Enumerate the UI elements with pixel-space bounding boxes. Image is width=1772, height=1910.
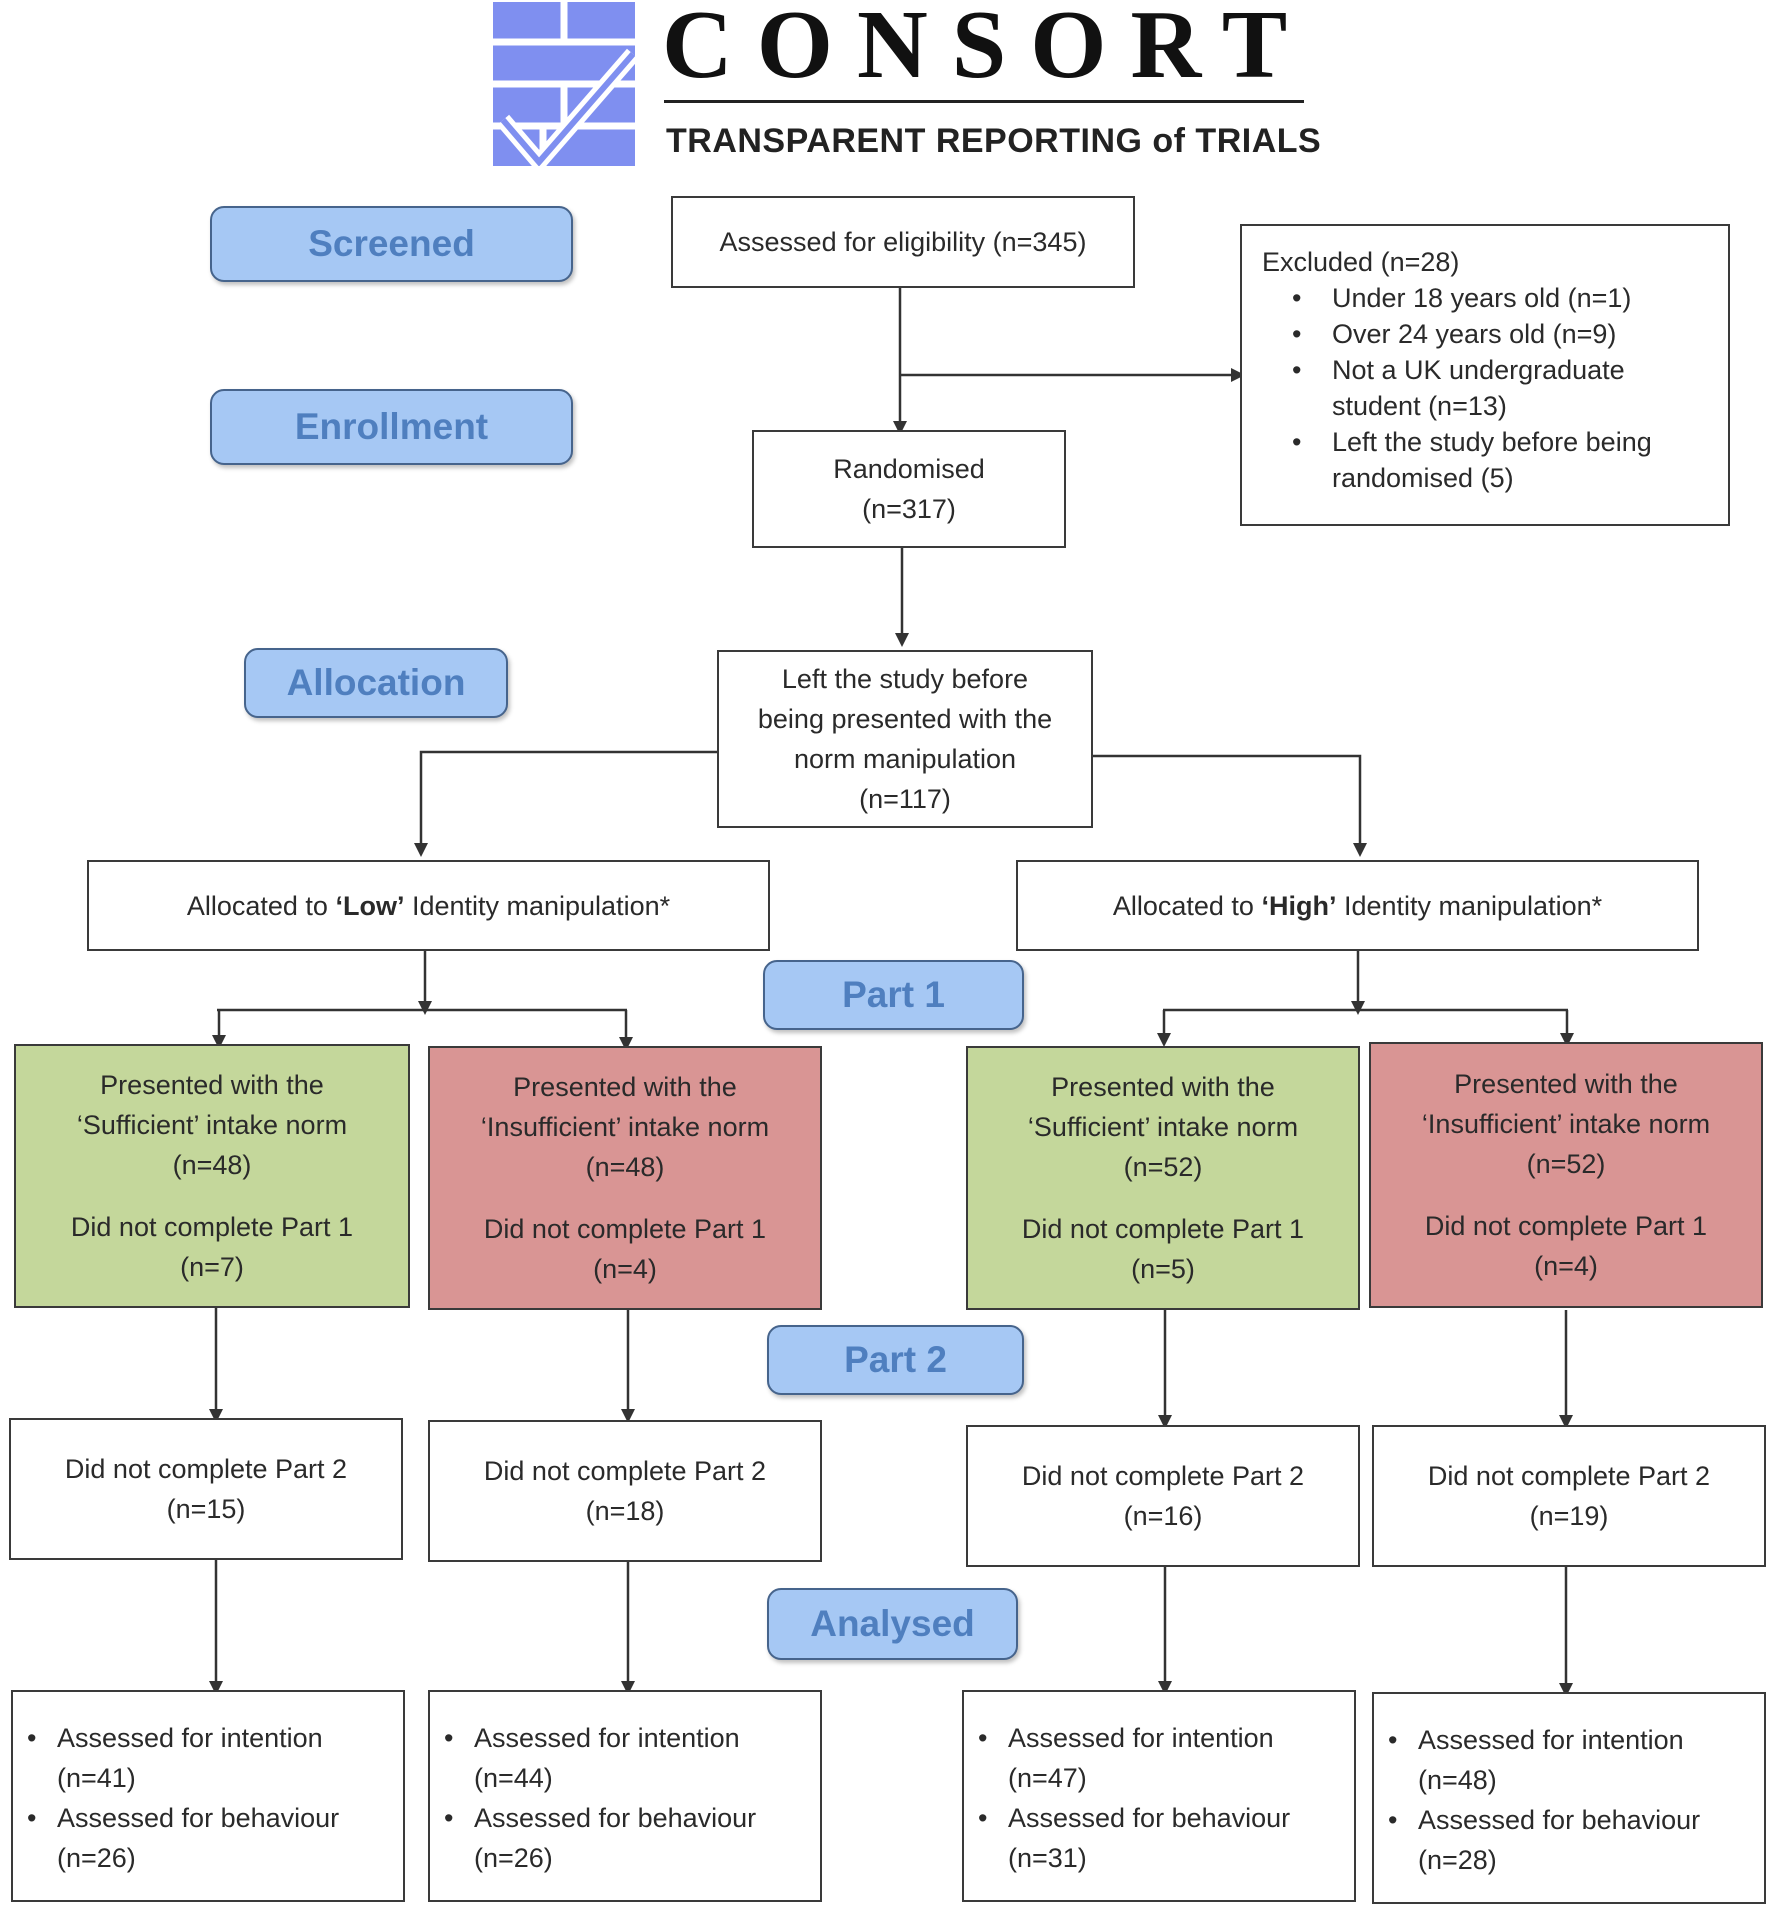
stage-screened: Screened: [210, 206, 573, 282]
consort-logo-mark: [493, 2, 635, 166]
group-dnc-label: Did not complete Part 1: [70, 1212, 354, 1242]
group-norm: ‘Sufficient’ intake norm: [1027, 1112, 1299, 1142]
part2-high-insufficient: Did not complete Part 2 (n=19): [1372, 1425, 1766, 1567]
stage-allocation: Allocation: [244, 648, 508, 718]
group-line: Presented with the: [1454, 1069, 1678, 1099]
analysed-high-insufficient: Assessed for intention(n=48) Assessed fo…: [1372, 1692, 1766, 1904]
part2-count: (n=16): [1123, 1501, 1203, 1531]
group-high-insufficient: Presented with the ‘Insufficient’ intake…: [1369, 1042, 1763, 1308]
left-study-line: norm manipulation: [793, 744, 1017, 774]
stage-enrollment: Enrollment: [210, 389, 573, 465]
analysed-low-insufficient: Assessed for intention(n=44) Assessed fo…: [428, 1690, 822, 1902]
arrow-left-high: [1093, 754, 1367, 857]
analysed-item: Assessed for behaviour(n=26): [27, 1798, 393, 1878]
group-norm: ‘Sufficient’ intake norm: [76, 1110, 348, 1140]
group-dnc-count: (n=5): [1131, 1254, 1195, 1284]
excluded-item: Under 18 years old (n=1): [1262, 280, 1710, 316]
analysed-item: Assessed for behaviour(n=26): [444, 1798, 810, 1878]
analysed-item: Assessed for intention(n=48): [1388, 1720, 1754, 1800]
allocated-high-text: Allocated to ‘High’ Identity manipulatio…: [1112, 890, 1603, 921]
group-dnc-count: (n=4): [593, 1254, 657, 1284]
group-norm: ‘Insufficient’ intake norm: [480, 1112, 770, 1142]
group-count: (n=52): [1526, 1149, 1606, 1179]
analysed-item: Assessed for behaviour(n=31): [978, 1798, 1344, 1878]
group-count: (n=52): [1123, 1152, 1203, 1182]
stage-analysed: Analysed: [767, 1588, 1018, 1660]
excluded-box: Excluded (n=28) Under 18 years old (n=1)…: [1240, 224, 1730, 526]
allocated-low-box: Allocated to ‘Low’ Identity manipulation…: [87, 860, 770, 951]
arrow-left-low: [414, 750, 717, 857]
group-dnc-label: Did not complete Part 1: [1021, 1214, 1305, 1244]
part2-label: Did not complete Part 2: [483, 1456, 767, 1486]
group-line: Presented with the: [513, 1072, 737, 1102]
analysed-item: Assessed for behaviour(n=28): [1388, 1800, 1754, 1880]
logo-wordmark: CONSORT: [662, 0, 1312, 99]
excluded-list: Under 18 years old (n=1) Over 24 years o…: [1262, 280, 1710, 496]
group-dnc-label: Did not complete Part 1: [1424, 1211, 1708, 1241]
part2-high-sufficient: Did not complete Part 2 (n=16): [966, 1425, 1360, 1567]
group-dnc-count: (n=4): [1534, 1251, 1598, 1281]
part2-label: Did not complete Part 2: [1427, 1461, 1711, 1491]
stage-part1: Part 1: [763, 960, 1024, 1030]
analysed-item: Assessed for intention(n=47): [978, 1718, 1344, 1798]
group-norm: ‘Insufficient’ intake norm: [1421, 1109, 1711, 1139]
left-study-count: (n=117): [859, 784, 951, 814]
logo-rule: [664, 100, 1304, 103]
randomised-count: (n=317): [862, 494, 956, 524]
randomised-label: Randomised: [833, 454, 985, 484]
analysed-high-sufficient: Assessed for intention(n=47) Assessed fo…: [962, 1690, 1356, 1902]
allocated-high-box: Allocated to ‘High’ Identity manipulatio…: [1016, 860, 1699, 951]
group-line: Presented with the: [100, 1070, 324, 1100]
analysed-item: Assessed for intention(n=41): [27, 1718, 393, 1798]
stage-part2: Part 2: [767, 1325, 1024, 1395]
group-low-sufficient: Presented with the ‘Sufficient’ intake n…: [14, 1044, 410, 1308]
part2-low-sufficient: Did not complete Part 2 (n=15): [9, 1418, 403, 1560]
group-count: (n=48): [585, 1152, 665, 1182]
part2-count: (n=15): [166, 1494, 246, 1524]
analysed-list: Assessed for intention(n=47) Assessed fo…: [978, 1718, 1344, 1878]
analysed-list: Assessed for intention(n=48) Assessed fo…: [1388, 1720, 1754, 1880]
group-dnc-count: (n=7): [180, 1252, 244, 1282]
assessed-box: Assessed for eligibility (n=345): [671, 196, 1135, 288]
left-study-line: Left the study before: [781, 664, 1029, 694]
part2-low-insufficient: Did not complete Part 2 (n=18): [428, 1420, 822, 1562]
group-high-sufficient: Presented with the ‘Sufficient’ intake n…: [966, 1046, 1360, 1310]
group-low-insufficient: Presented with the ‘Insufficient’ intake…: [428, 1046, 822, 1310]
group-line: Presented with the: [1051, 1072, 1275, 1102]
excluded-title: Excluded (n=28): [1262, 247, 1460, 277]
allocated-low-text: Allocated to ‘Low’ Identity manipulation…: [186, 890, 671, 921]
analysed-list: Assessed for intention(n=44) Assessed fo…: [444, 1718, 810, 1878]
randomised-box: Randomised (n=317): [752, 430, 1066, 548]
part2-label: Did not complete Part 2: [1021, 1461, 1305, 1491]
analysed-low-sufficient: Assessed for intention(n=41) Assessed fo…: [11, 1690, 405, 1902]
part2-count: (n=18): [585, 1496, 665, 1526]
left-study-line: being presented with the: [757, 704, 1053, 734]
group-dnc-label: Did not complete Part 1: [483, 1214, 767, 1244]
logo-tagline: TRANSPARENT REPORTING of TRIALS: [666, 122, 1322, 160]
assessed-text: Assessed for eligibility (n=345): [719, 227, 1087, 257]
group-count: (n=48): [172, 1150, 252, 1180]
excluded-item: Over 24 years old (n=9): [1262, 316, 1710, 352]
part2-count: (n=19): [1529, 1501, 1609, 1531]
part2-label: Did not complete Part 2: [64, 1454, 348, 1484]
left-study-box: Left the study before being presented wi…: [717, 650, 1093, 828]
analysed-item: Assessed for intention(n=44): [444, 1718, 810, 1798]
analysed-list: Assessed for intention(n=41) Assessed fo…: [27, 1718, 393, 1878]
